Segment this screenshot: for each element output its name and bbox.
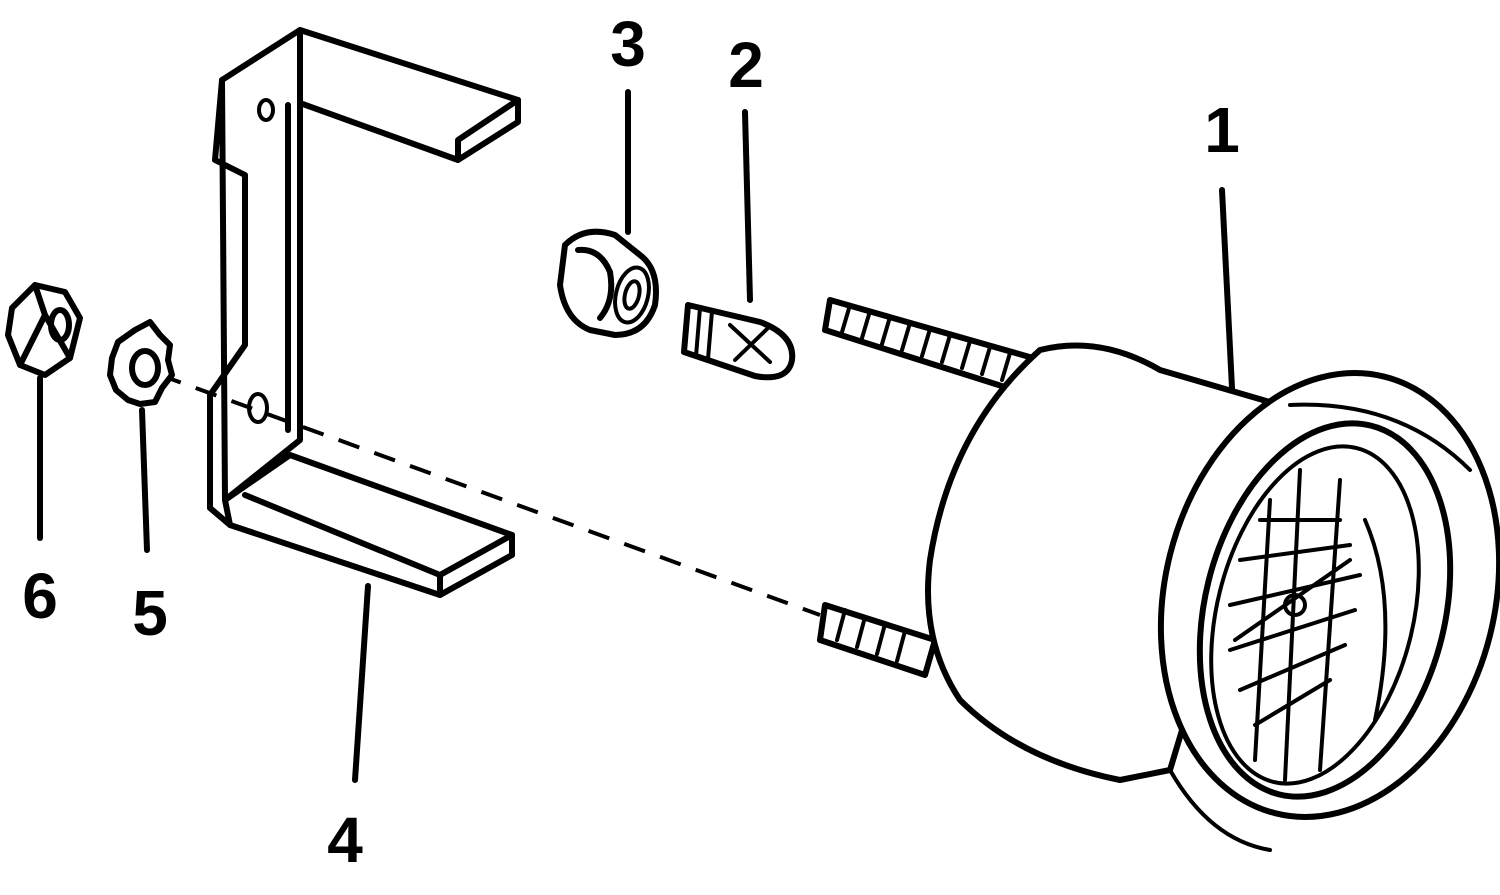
alignment-dash-line xyxy=(159,373,821,617)
callout-label-6: 6 xyxy=(22,560,58,632)
leader-line-2 xyxy=(742,109,753,303)
lock-washer xyxy=(107,319,175,407)
leader-line-1 xyxy=(1219,187,1235,391)
callout-label-1: 1 xyxy=(1204,94,1240,166)
callout-label-3: 3 xyxy=(610,8,646,80)
gauge-stud-lower xyxy=(817,602,938,678)
leader-line-4 xyxy=(352,583,371,783)
callout-label-5: 5 xyxy=(132,577,168,649)
bulb-socket xyxy=(557,228,659,338)
callout-label-4: 4 xyxy=(327,804,363,876)
gauge-dial xyxy=(1228,468,1388,782)
gauge xyxy=(817,297,1500,852)
bulb xyxy=(681,302,796,381)
nut xyxy=(5,282,83,378)
callout-label-2: 2 xyxy=(728,29,764,101)
leader-line-5 xyxy=(139,407,150,553)
bracket xyxy=(207,27,521,598)
